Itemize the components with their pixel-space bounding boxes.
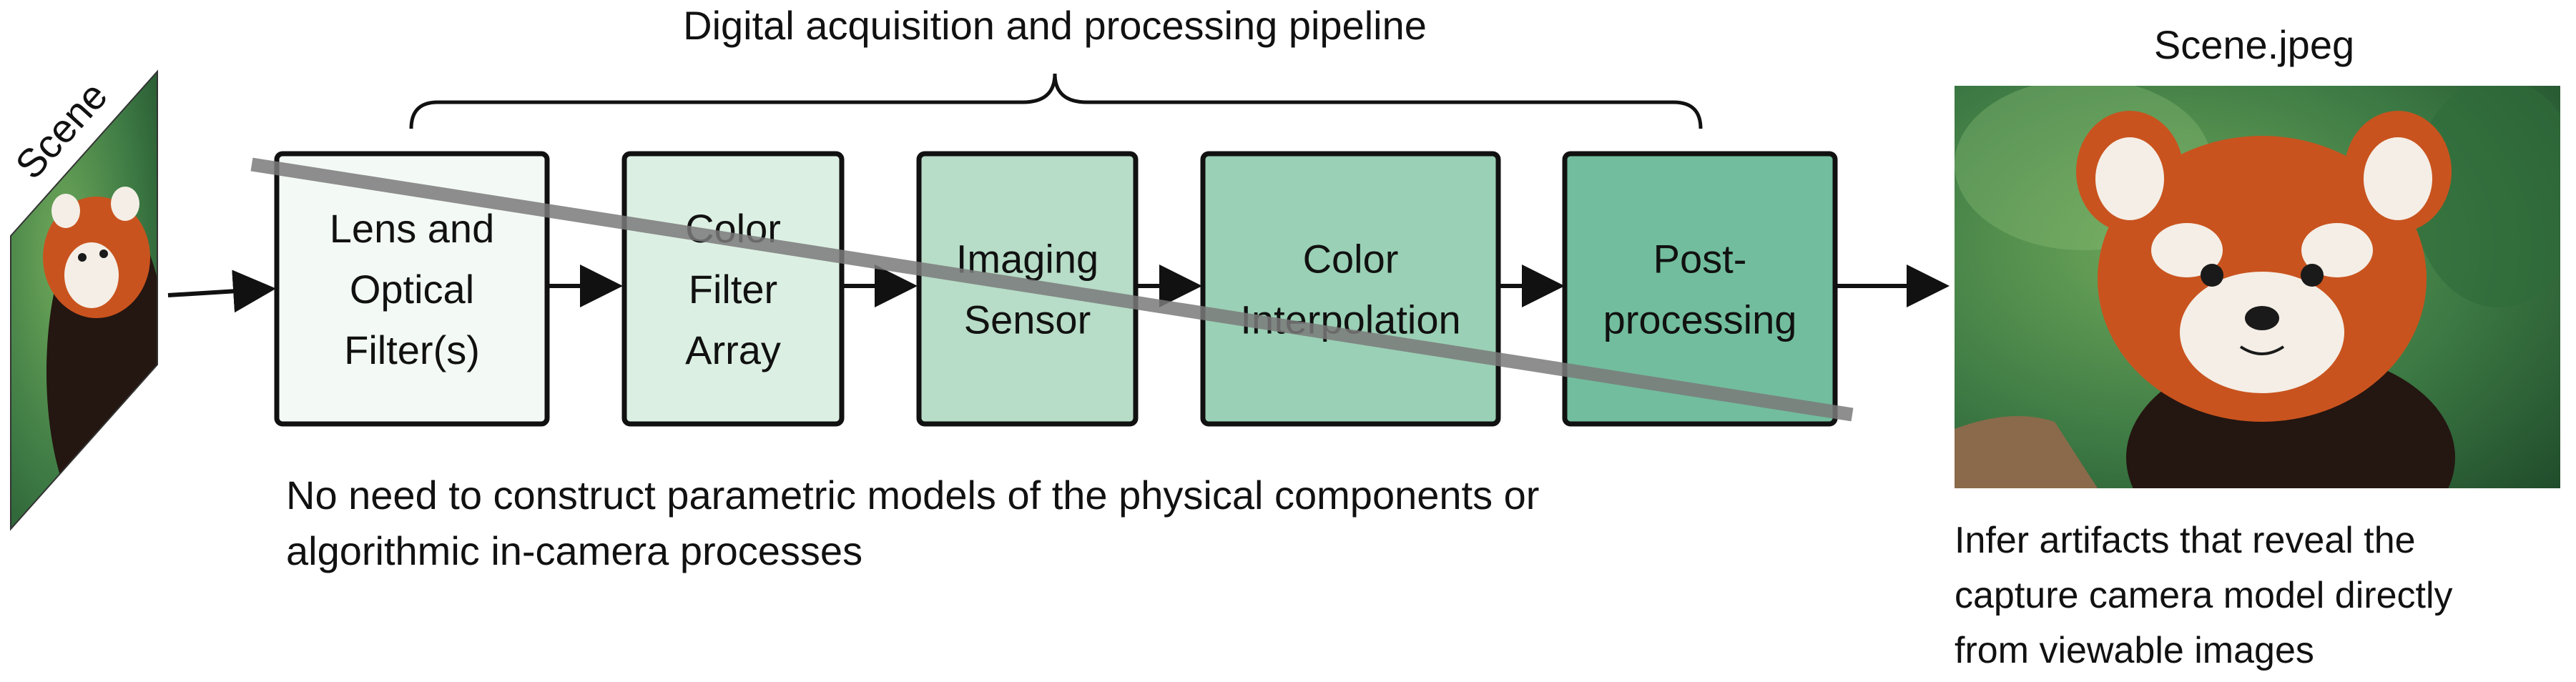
stage-label-lens-optical-filter-line-3: Filter(s) [344, 327, 480, 372]
arrow-scene-to-lens [167, 270, 276, 313]
stage-box-color-interpolation [1200, 151, 1501, 427]
output-note: Infer artifacts that reveal the capture … [1955, 520, 2463, 671]
stage-post-processing: Post-processing [1562, 151, 1838, 427]
output-image [1955, 86, 2560, 488]
output-note-line-2: capture camera model directly [1955, 575, 2453, 616]
scene-image-frame [10, 69, 158, 531]
stage-label-post-processing-line-1: Post- [1653, 237, 1747, 282]
output-note-line-1: Infer artifacts that reveal the [1955, 520, 2416, 561]
pipeline-note: No need to construct parametric models o… [286, 473, 1550, 573]
stage-label-lens-optical-filter-line-2: Optical [350, 267, 474, 312]
stage-label-lens-optical-filter-line-1: Lens and [330, 206, 494, 251]
output-note-line-3: from viewable images [1955, 630, 2314, 671]
pipeline-title: Digital acquisition and processing pipel… [683, 3, 1427, 48]
stage-box-lens-optical-filter [274, 151, 550, 427]
strike-line [250, 157, 1854, 422]
stage-label-color-interpolation-line-1: Color [1303, 237, 1399, 282]
stage-box-color-filter-array [621, 151, 845, 427]
stage-label-color-filter-array-line-3: Array [685, 327, 781, 372]
pipeline-note-line-2: algorithmic in-camera processes [286, 528, 862, 573]
pipeline-arrows [167, 265, 1950, 313]
stage-label-color-filter-array-line-2: Filter [689, 267, 777, 312]
stage-label-imaging-sensor-line-2: Sensor [964, 297, 1091, 342]
stage-box-post-processing [1562, 151, 1838, 427]
pipeline-brace [409, 73, 1703, 129]
pipeline-note-line-1: No need to construct parametric models o… [286, 473, 1539, 518]
output-label: Scene.jpeg [2154, 22, 2354, 67]
stage-label-post-processing-line-2: processing [1603, 297, 1797, 342]
